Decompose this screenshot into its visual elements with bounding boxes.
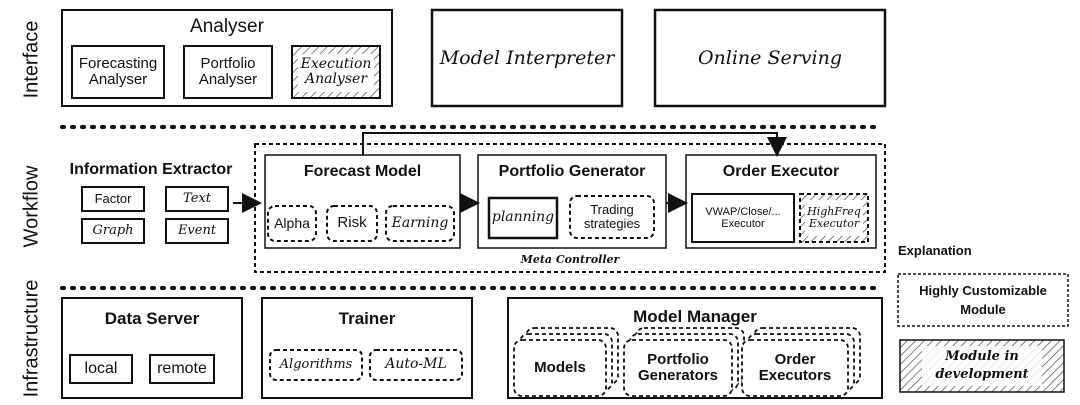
- online-serving-box: [653, 8, 887, 108]
- forecast-model-title: Forecast Model: [303, 163, 422, 181]
- online-serving-label: Online Serving: [697, 46, 843, 69]
- layer-label-interface: Interface: [20, 20, 43, 99]
- execution-analyser-label: Execution Analyser: [300, 55, 372, 87]
- alpha-box: [267, 205, 317, 242]
- algorithms-label: Algorithms: [279, 356, 353, 372]
- layer-label-infrastructure: Infrastructure: [20, 279, 43, 398]
- order-executor-title: Order Executor: [722, 163, 840, 181]
- risk-label: Risk: [337, 214, 367, 232]
- info-factor-box: [81, 186, 145, 212]
- legend-development-label-bg: [922, 346, 1042, 386]
- planning-label: planning: [491, 209, 555, 226]
- info-text-label: Text: [183, 190, 211, 206]
- highfreq-executor-label: HighFreq Executor: [807, 204, 861, 230]
- earning-label: Earning: [391, 214, 449, 231]
- analyser-title: Analyser: [190, 15, 264, 37]
- automl-label: Auto-ML: [385, 356, 447, 373]
- model-manager-box: [507, 297, 883, 399]
- automl-box: [369, 349, 463, 381]
- layer-label-workflow: Workflow: [20, 165, 43, 248]
- trading-strategies-box: [569, 195, 655, 239]
- info-graph-label: Graph: [92, 222, 134, 238]
- portfolio-analyser-box: [183, 45, 273, 99]
- local-label: local: [84, 360, 118, 378]
- legend-development-label: Module in development: [935, 348, 1029, 382]
- portfolio-generators-label: Portfolio Generators: [637, 350, 719, 384]
- info-event-label: Event: [177, 222, 217, 238]
- model-manager-title: Model Manager: [633, 306, 757, 326]
- vwap-executor-box: [691, 193, 795, 243]
- models-label: Models: [534, 358, 586, 376]
- local-box: [69, 354, 133, 384]
- portfolio-generator-title: Portfolio Generator: [498, 163, 646, 181]
- remote-label: remote: [157, 360, 207, 378]
- legend-customizable-box: [897, 273, 1069, 327]
- vwap-executor-label: VWAP/Close/... Executor: [705, 205, 781, 230]
- forecasting-analyser-box: [71, 45, 165, 99]
- model-interpreter-label: Model Interpreter: [439, 46, 615, 69]
- info-event-box: [165, 218, 229, 244]
- forecasting-analyser-label: Forecasting Analyser: [78, 54, 158, 88]
- order-executors-label: Order Executors: [758, 350, 832, 384]
- data-server-title: Data Server: [104, 308, 200, 328]
- legend-customizable-label: Highly Customizable Module: [919, 282, 1047, 318]
- pg-stack-front: [623, 339, 733, 397]
- info-graph-box: [81, 218, 145, 244]
- planning-box: [487, 196, 559, 240]
- highfreq-label-bg: [805, 200, 863, 236]
- trainer-title: Trainer: [338, 308, 396, 328]
- trading-strategies-label: Trading strategies: [583, 201, 641, 231]
- remote-box: [149, 354, 215, 384]
- analyser-box: [61, 9, 393, 107]
- info-factor-label: Factor: [94, 190, 132, 206]
- oe-stack-front: [741, 339, 849, 397]
- info-text-box: [165, 186, 229, 212]
- model-interpreter-box: [430, 8, 624, 108]
- risk-box: [326, 205, 378, 242]
- models-stack-front: [513, 339, 607, 397]
- portfolio-analyser-label: Portfolio Analyser: [198, 54, 258, 88]
- info-extractor-title: Information Extractor: [69, 161, 233, 179]
- trainer-box: [261, 297, 473, 399]
- feedback-loop-line: [362, 132, 787, 157]
- legend-title: Explanation: [898, 242, 972, 258]
- algorithms-box: [269, 349, 363, 381]
- execution-analyser-label-bg: [298, 54, 374, 92]
- data-server-box: [61, 297, 243, 399]
- meta-controller-label: Meta Controller: [520, 252, 620, 266]
- alpha-label: Alpha: [274, 214, 310, 231]
